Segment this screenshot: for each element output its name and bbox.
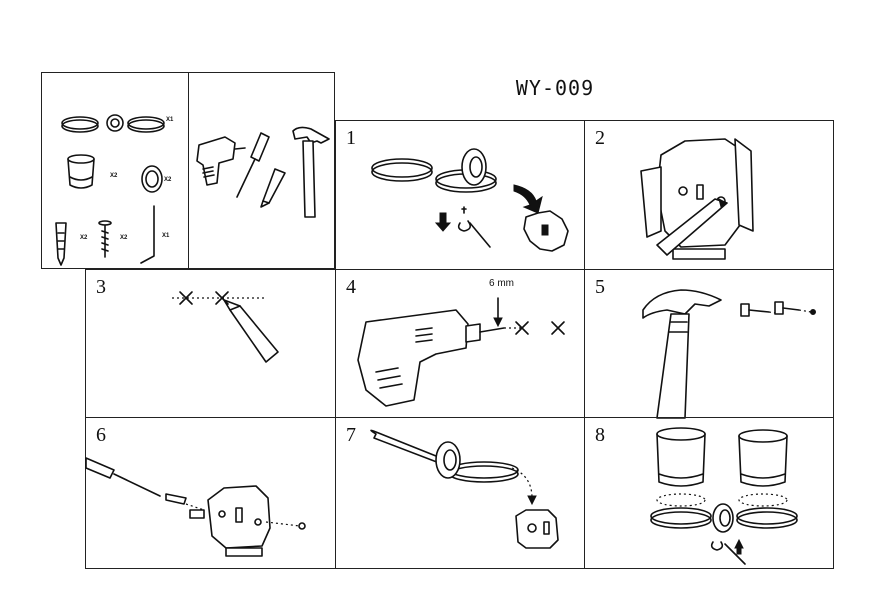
step-number: 4 [346, 276, 356, 298]
step-1-illustration [371, 148, 569, 252]
step-7-illustration [370, 429, 559, 549]
step-2-illustration [640, 138, 754, 260]
step-6-illustration [85, 457, 306, 557]
tools-illustration [196, 126, 330, 218]
parts-illustration [55, 114, 165, 266]
ring-qty: X2 [164, 177, 172, 183]
hex-key-qty: X1 [162, 233, 170, 239]
step-3-panel: 3 [85, 269, 336, 418]
anchor-qty: X2 [80, 235, 88, 241]
step-5-panel: 5 [584, 269, 834, 419]
step-number: 8 [595, 424, 605, 446]
step-number: 6 [96, 424, 106, 446]
step-5-illustration [642, 289, 816, 419]
step-2-panel: 2 [584, 120, 834, 270]
step-4-panel: 4 6 mm [335, 269, 585, 418]
step-number: 3 [96, 276, 106, 298]
parts-panel: X1 X2 X2 X2 X2 X1 [41, 72, 189, 269]
step-number: 2 [595, 127, 605, 149]
step-4-illustration [357, 297, 565, 407]
screw-qty: X2 [120, 235, 128, 241]
step-number: 5 [595, 276, 605, 298]
model-title: WY-009 [515, 76, 595, 100]
towel-ring-qty: X1 [166, 117, 174, 123]
step-7-panel: 7 [335, 417, 585, 569]
drill-size-label: 6 mm [489, 278, 514, 289]
step-8-panel: 8 [584, 417, 834, 569]
step-8-illustration [650, 427, 798, 565]
tools-panel [188, 72, 335, 269]
step-number: 7 [346, 424, 356, 446]
step-6-panel: 6 [85, 417, 336, 569]
step-number: 1 [346, 127, 356, 149]
cup-qty: X2 [110, 173, 118, 179]
step-1-panel: 1 [335, 120, 585, 270]
step-3-illustration [172, 291, 279, 363]
